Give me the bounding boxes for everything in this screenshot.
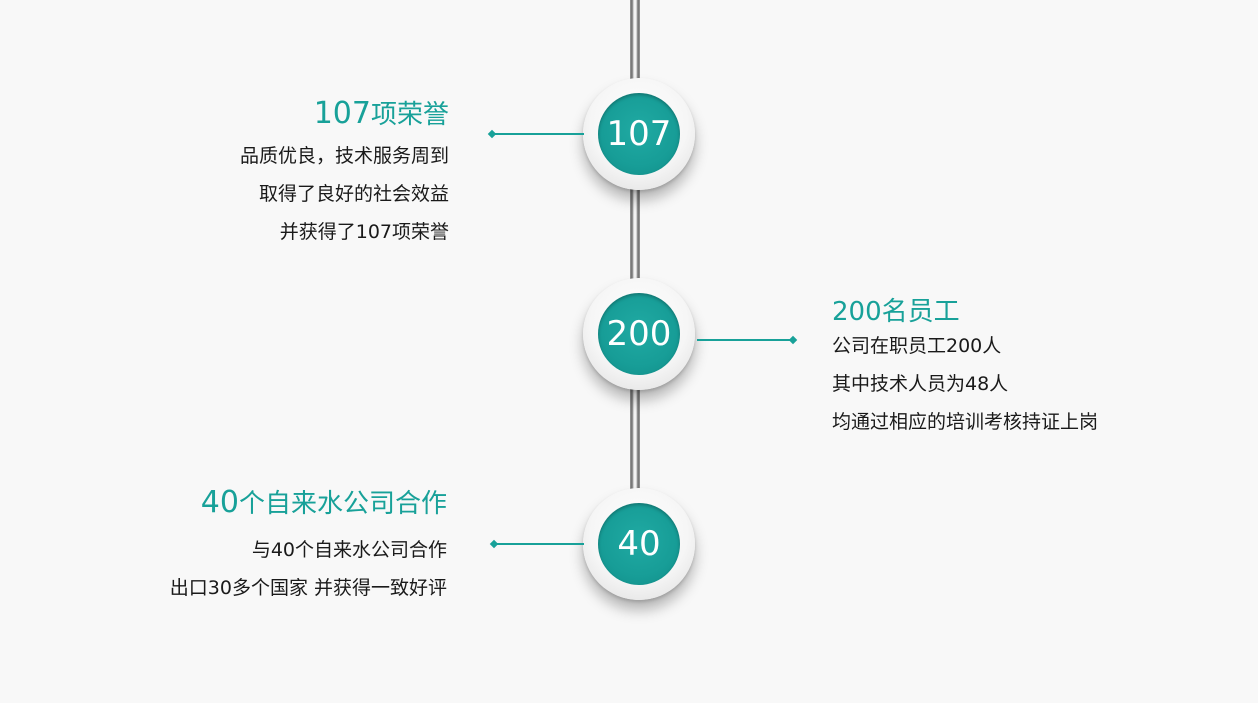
milestone-200-line-1: 公司在职员工200人 xyxy=(832,335,1002,357)
milestone-107-title: 107项荣誉 xyxy=(314,94,449,131)
milestone-107-title-number: 107 xyxy=(313,96,371,131)
milestone-107-line-2: 取得了良好的社会效益 xyxy=(258,183,449,205)
milestone-200-title-suffix: 名员工 xyxy=(881,297,960,327)
milestone-200-title: 200名员工 xyxy=(832,291,960,328)
milestone-107-title-suffix: 项荣誉 xyxy=(370,100,449,130)
connector-200-arrow-icon xyxy=(788,335,798,345)
connector-107-arrow-icon xyxy=(487,129,497,139)
connector-40-arrow-icon xyxy=(489,539,499,549)
connector-40 xyxy=(489,539,584,549)
milestone-40-line-2: 出口30多个国家 并获得一致好评 xyxy=(169,577,447,599)
node-200: 200 xyxy=(583,278,695,390)
milestone-40-title-suffix: 个自来水公司合作 xyxy=(238,489,447,519)
node-107-label: 107 xyxy=(598,93,680,175)
milestone-200-line-3: 均通过相应的培训考核持证上岗 xyxy=(832,411,1099,433)
milestone-40-title-number: 40 xyxy=(200,485,239,520)
milestone-40-title: 40个自来水公司合作 xyxy=(201,483,447,520)
milestone-200-title-number: 200 xyxy=(832,297,882,327)
node-40: 40 xyxy=(583,488,695,600)
node-107: 107 xyxy=(583,78,695,190)
node-40-label: 40 xyxy=(598,503,680,585)
milestone-200-line-2: 其中技术人员为48人 xyxy=(832,373,1009,395)
timeline-pipe xyxy=(630,0,640,500)
connector-200 xyxy=(697,335,798,345)
milestone-40-line-1: 与40个自来水公司合作 xyxy=(251,539,447,561)
node-200-label: 200 xyxy=(598,293,680,375)
milestone-107-line-3: 并获得了107项荣誉 xyxy=(279,221,449,243)
connector-107 xyxy=(487,129,584,139)
milestone-107-line-1: 品质优良，技术服务周到 xyxy=(239,145,449,167)
